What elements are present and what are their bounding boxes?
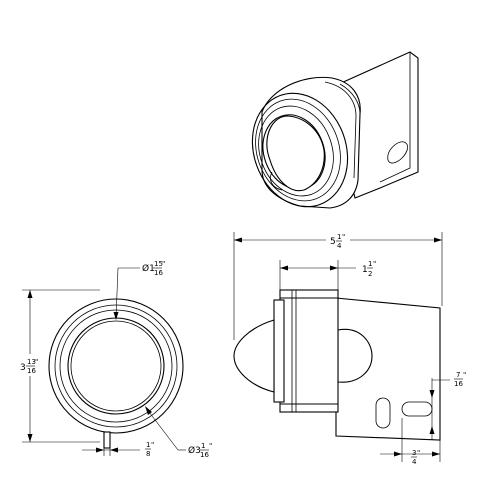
stem-width-num: 1 [146, 441, 150, 449]
housing-length-unit: " [373, 260, 376, 268]
overall-length-label: 5 1 4 " [330, 233, 345, 250]
front-view [18, 267, 186, 456]
slot-offset-den: 16 [454, 380, 463, 388]
iso-ring-3 [258, 105, 334, 197]
outer-diameter-label: Ø3 1 16 " [188, 442, 212, 459]
housing-length-den: 2 [368, 270, 372, 278]
overall-length-whole: 5 [330, 237, 336, 247]
slot-spacing-label: 3 4 " [411, 449, 420, 466]
stem-width-den: 8 [146, 450, 150, 458]
inner-diameter-label: Ø1 15 16 " [142, 260, 165, 277]
outer-dia-leader [145, 407, 179, 451]
iso-slot [387, 141, 408, 164]
iso-ring-2 [255, 98, 341, 202]
housing-length-whole: 1 [362, 265, 368, 275]
slot-offset-num: 7 [456, 371, 460, 379]
inner-dia-den: 16 [154, 269, 163, 277]
outer-dia-prefix: Ø3 [188, 445, 201, 456]
slot-offset-label: 7 16 " [454, 371, 466, 388]
inner-dia-num: 15 [154, 260, 163, 268]
slot-spacing-num: 3 [412, 449, 416, 457]
front-ring-2 [54, 304, 178, 428]
front-outer-circle [48, 298, 184, 434]
housing-length-label: 1 1 2 " [362, 260, 376, 278]
iso-ring-outer [251, 92, 349, 208]
front-ring-5 [70, 320, 162, 412]
stem-width-label: 1 8 " [145, 441, 154, 458]
side-housing-outer [279, 289, 339, 413]
height-den: 16 [27, 367, 36, 375]
side-view [233, 230, 450, 462]
overall-length-num: 1 [337, 233, 341, 241]
front-ring-4 [67, 317, 165, 415]
stem-width-unit: " [151, 441, 154, 449]
slot-spacing-den: 4 [412, 458, 417, 466]
side-slot-1 [375, 397, 391, 429]
side-dome [233, 319, 275, 393]
height-whole: 3 [20, 363, 26, 373]
overall-length-den: 4 [337, 242, 342, 250]
slot-spacing-unit: " [417, 449, 420, 457]
height-num: 13 [27, 358, 36, 366]
outer-dia-num: 1 [201, 442, 205, 450]
front-ring-3 [59, 309, 173, 423]
front-stem [103, 431, 111, 449]
isometric-view [251, 51, 419, 209]
iso-dome-lens [266, 115, 325, 192]
outer-dia-unit: " [209, 442, 212, 450]
height-label: 3 13 16 " [20, 358, 38, 375]
side-bulb [337, 328, 373, 383]
slot-offset-unit: " [463, 371, 466, 379]
outer-dia-den: 16 [200, 451, 209, 459]
inner-dia-prefix: Ø1 [142, 263, 155, 274]
side-flange [273, 299, 285, 403]
height-unit: " [35, 358, 38, 366]
housing-length-num: 1 [368, 260, 372, 268]
overall-length-unit: " [342, 233, 345, 241]
inner-dia-unit: " [162, 260, 165, 268]
